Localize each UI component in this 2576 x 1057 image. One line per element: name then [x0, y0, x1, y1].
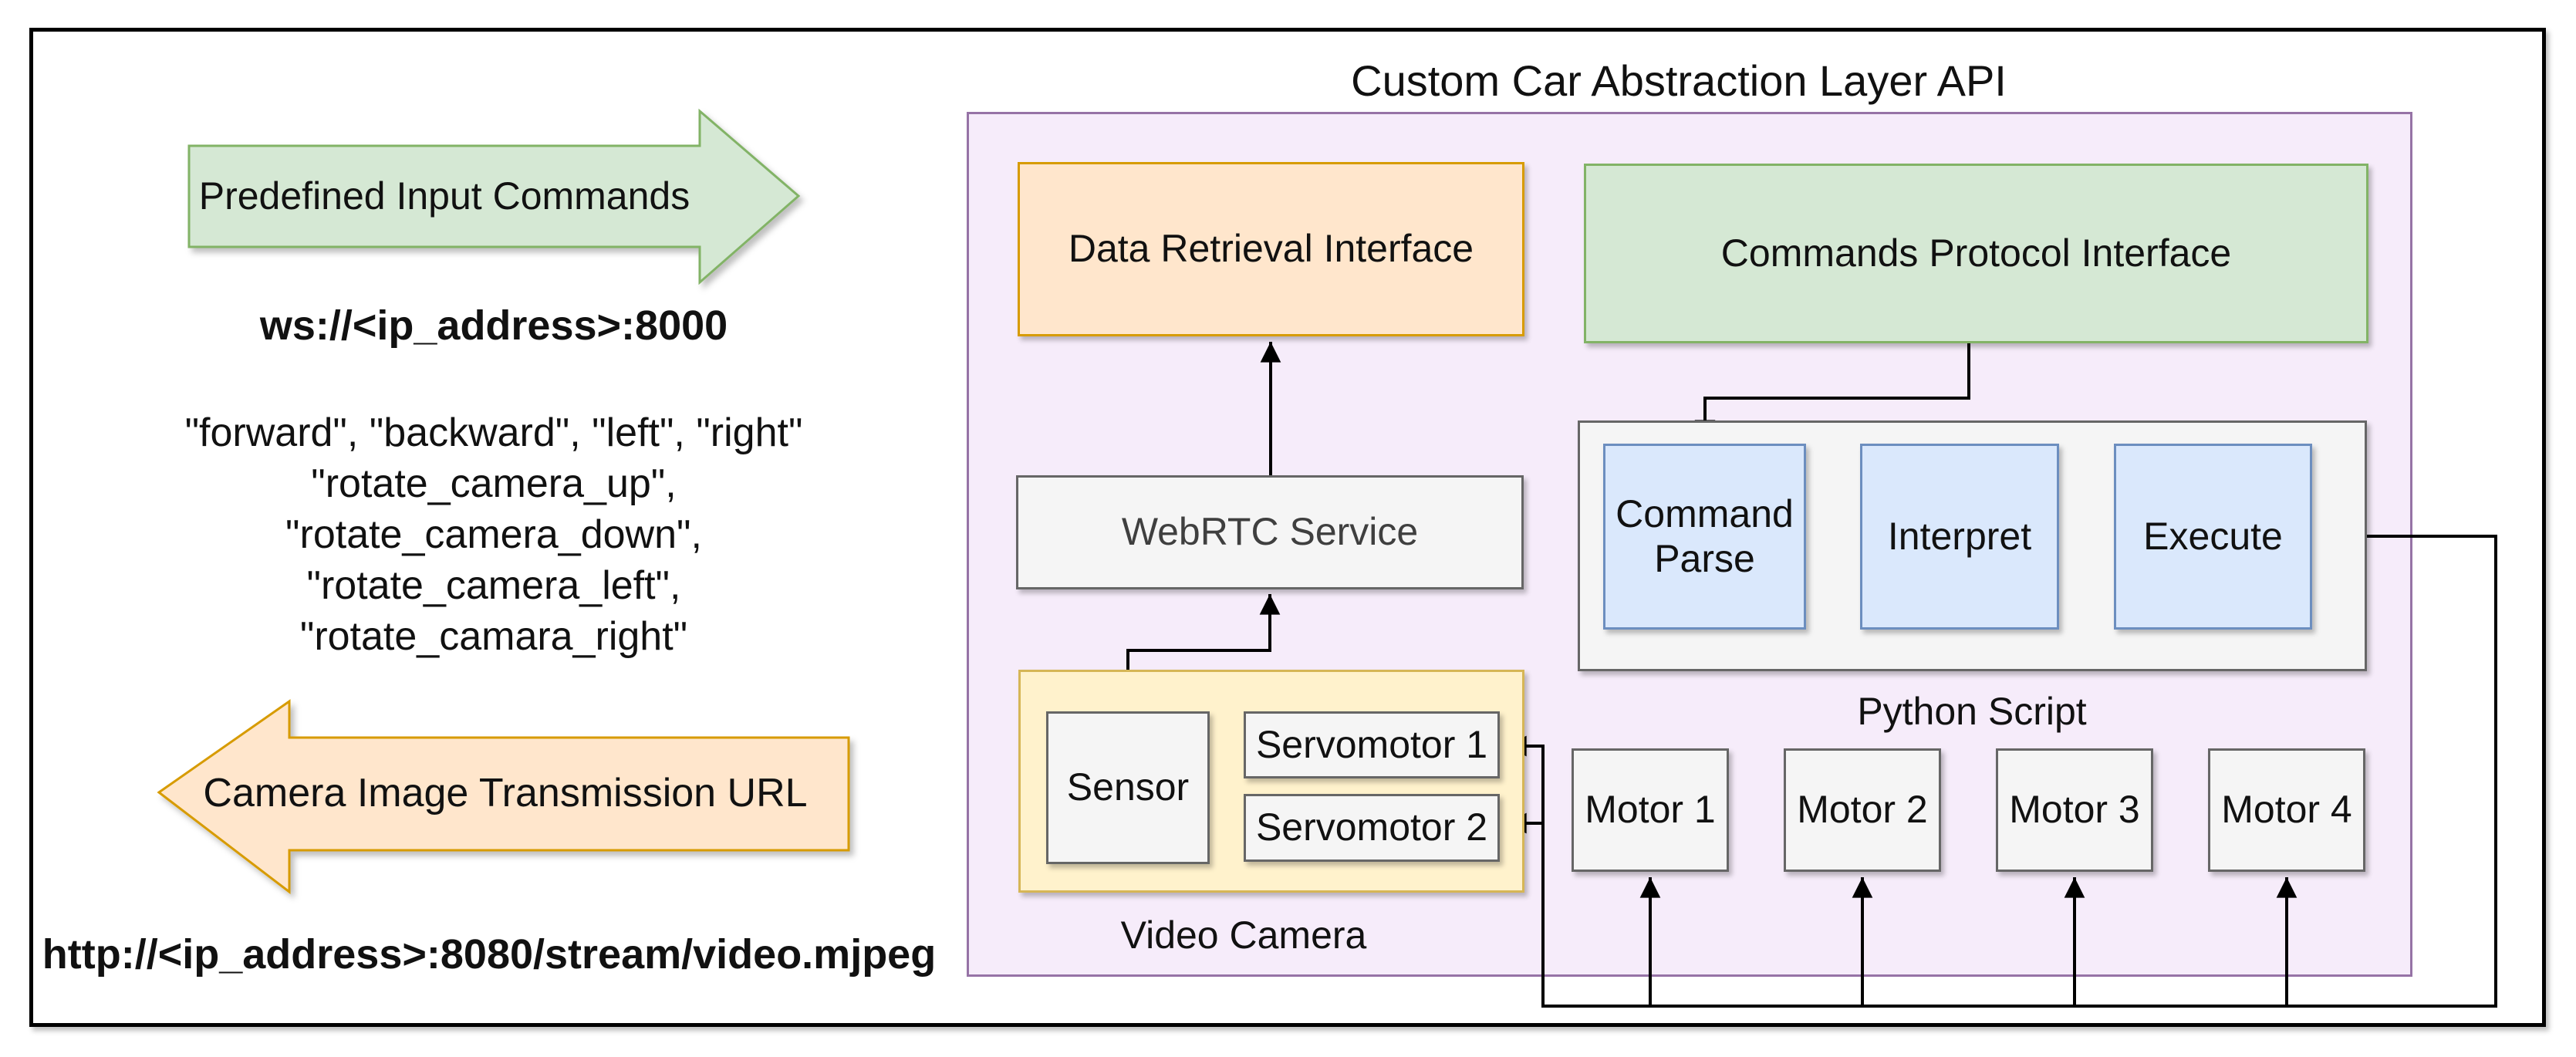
python-script-label: Python Script [1857, 690, 2087, 734]
webrtc-service-box: WebRTC Service [1016, 475, 1524, 589]
input-commands-arrow-label: Predefined Input Commands [198, 174, 690, 218]
command-line: "rotate_camara_right" [299, 614, 688, 659]
motor2-box: Motor 2 [1784, 748, 1941, 872]
servomotor1-box: Servomotor 1 [1244, 711, 1500, 778]
motor3-box: Motor 3 [1996, 748, 2153, 872]
command-line: "forward", "backward", "left", "right" [184, 410, 803, 455]
motor1-box: Motor 1 [1572, 748, 1729, 872]
outer-frame [29, 28, 2546, 1027]
websocket-url-text: ws://<ip_address>:8000 [259, 302, 728, 349]
output-url-arrow-label: Camera Image Transmission URL [203, 771, 808, 816]
command-line: "rotate_camera_up", [311, 461, 677, 506]
motor4-box: Motor 4 [2208, 748, 2365, 872]
servomotor2-box: Servomotor 2 [1244, 794, 1500, 862]
pipeline-step-command-parse: Command Parse [1603, 444, 1806, 630]
stream-url-text: http://<ip_address>:8080/stream/video.mj… [42, 930, 937, 978]
command-line: "rotate_camera_down", [285, 512, 702, 557]
command-list: "forward", "backward", "left", "right" "… [69, 407, 918, 662]
commands-protocol-interface-box: Commands Protocol Interface [1584, 164, 2368, 343]
sensor-box: Sensor [1046, 711, 1210, 864]
pipeline-step-execute: Execute [2114, 444, 2312, 630]
data-retrieval-interface-box: Data Retrieval Interface [1018, 162, 1524, 336]
page-title: Custom Car Abstraction Layer API [1351, 56, 2007, 105]
pipeline-step-interpret: Interpret [1860, 444, 2059, 630]
video-camera-label: Video Camera [1120, 913, 1367, 957]
command-line: "rotate_camera_left", [306, 563, 681, 608]
